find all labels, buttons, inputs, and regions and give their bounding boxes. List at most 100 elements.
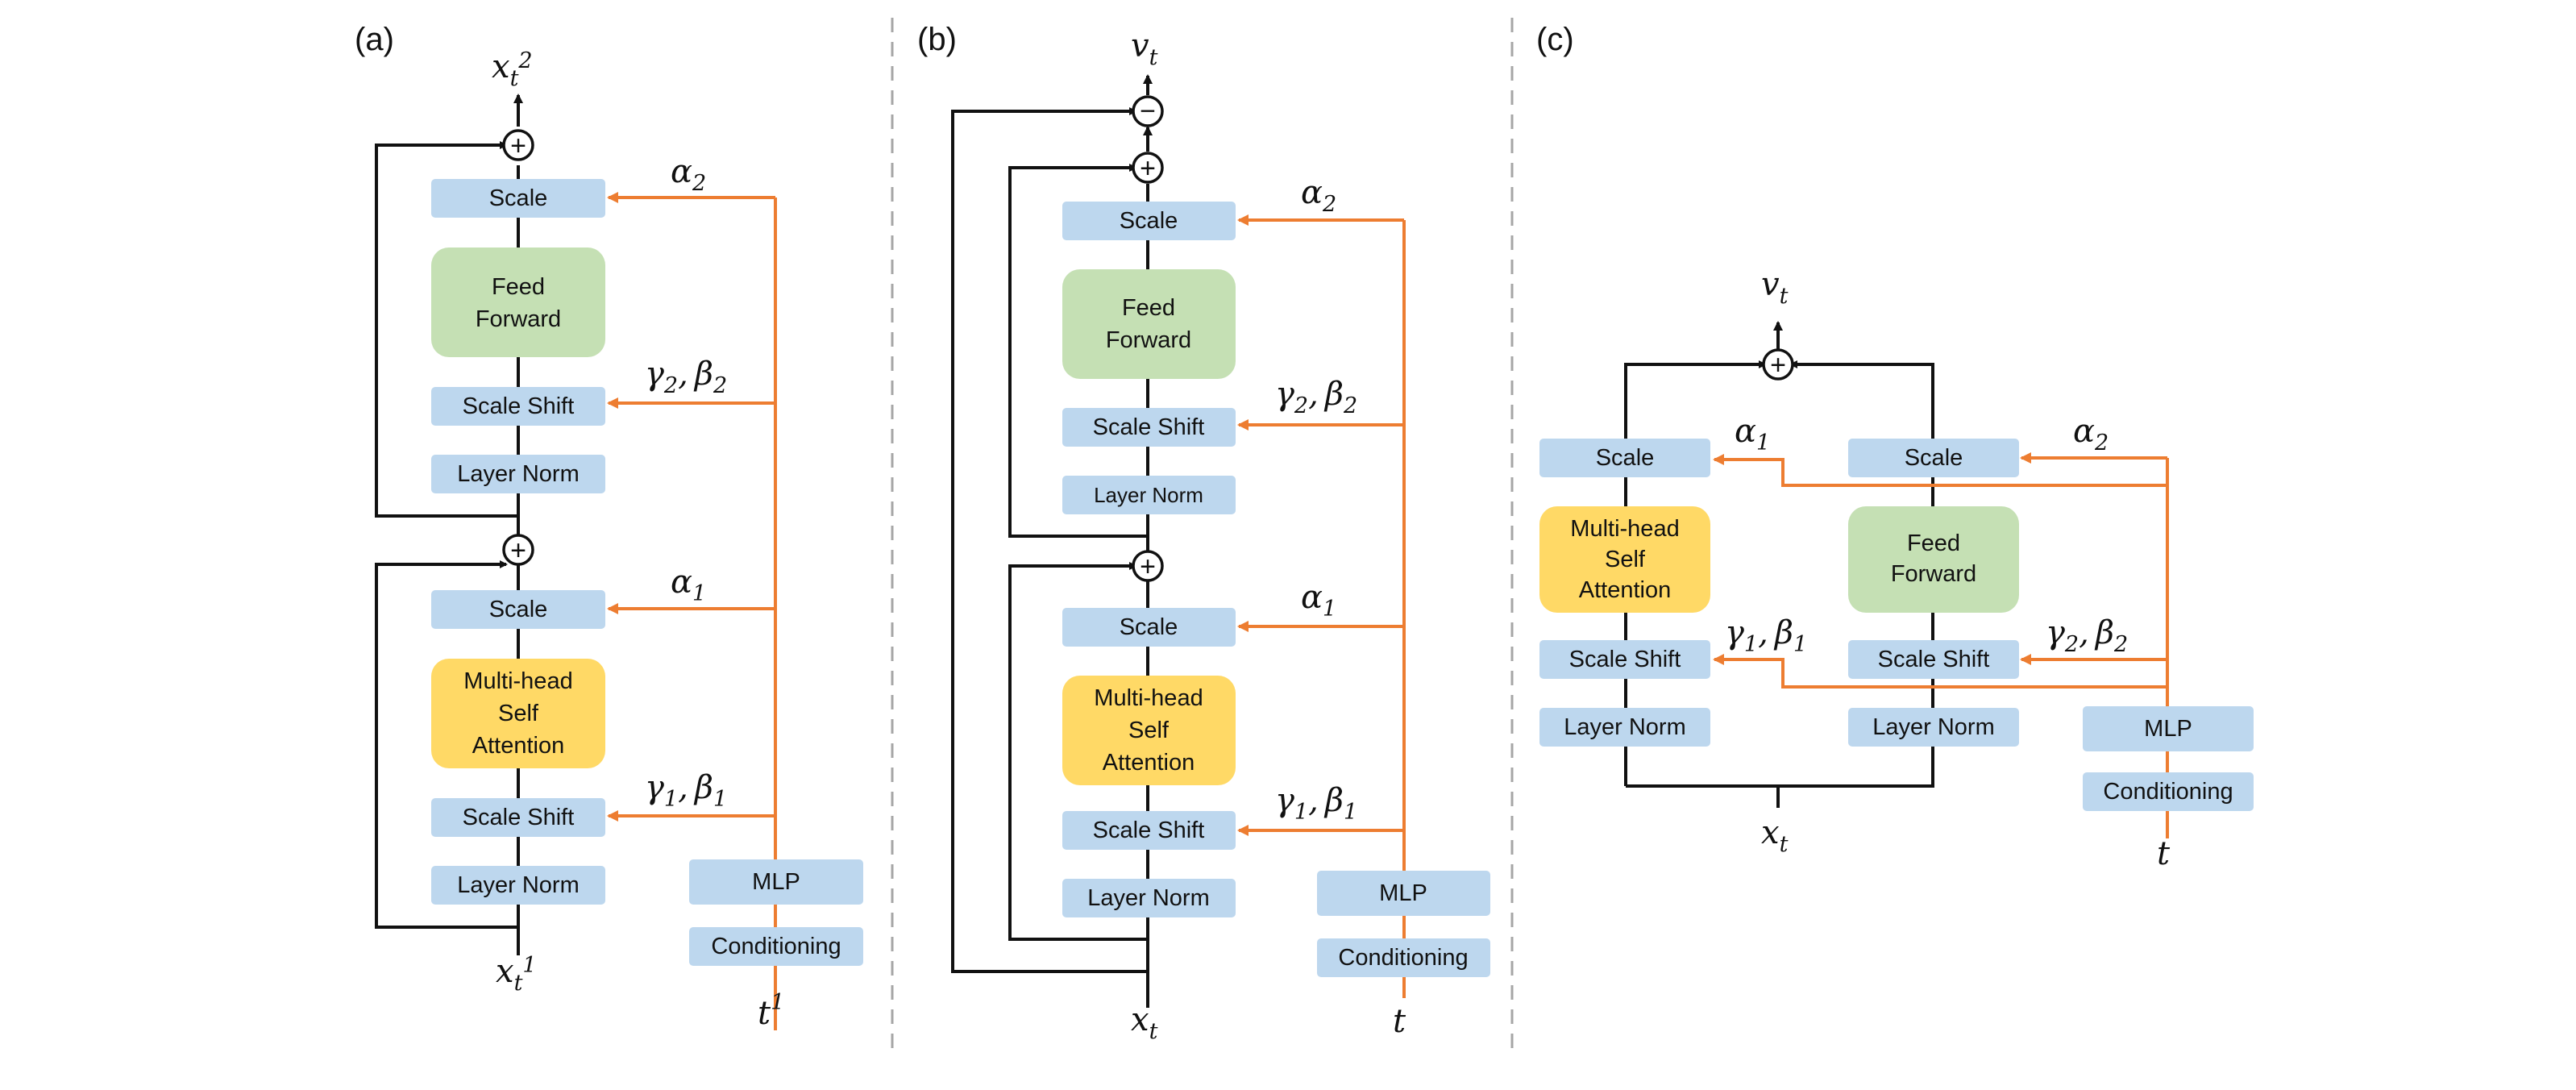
- c-attention-label-3: Attention: [1579, 577, 1671, 603]
- b-feed-forward-label-1: Feed: [1122, 295, 1175, 321]
- a-gamma-beta2-label: γ2,β2: [645, 356, 727, 398]
- a-residual-top: [375, 141, 518, 518]
- b-minus-circle: [1132, 95, 1164, 127]
- b-scale-top: [1062, 202, 1236, 240]
- a-sum-bottom-plus-icon: +: [510, 535, 526, 566]
- b-input-label: xt: [1131, 1001, 1158, 1044]
- b-sum-top-plus-icon: +: [1140, 153, 1156, 184]
- a-scale-bottom: [431, 590, 605, 629]
- b-sum-bottom-circle: [1132, 550, 1164, 582]
- c-scale-shift-right-label: Scale Shift: [1878, 647, 1990, 672]
- b-attention-label-3: Attention: [1103, 750, 1195, 776]
- b-conditioning-label: Conditioning: [1338, 945, 1468, 971]
- c-output-label: vt: [1761, 266, 1789, 309]
- c-scale-left: [1539, 439, 1710, 477]
- panel-a-label: (a): [355, 22, 394, 57]
- b-gamma-beta2-label: γ2,β2: [1275, 376, 1357, 418]
- c-input-label: xt: [1761, 814, 1789, 857]
- a-conditioning: [689, 927, 863, 966]
- a-layer-norm-top: [431, 455, 605, 493]
- a-scale-shift-top: [431, 387, 605, 426]
- c-scale-right: [1848, 439, 2019, 477]
- b-scale-shift-bottom: [1062, 811, 1236, 850]
- a-scale-top: [431, 179, 605, 218]
- b-output-label: vt: [1131, 27, 1158, 70]
- c-layer-norm-left: [1539, 708, 1710, 747]
- c-time-label: t: [2157, 835, 2171, 872]
- a-scale-bottom-label: Scale: [489, 597, 548, 622]
- b-residual-bottom: [1008, 562, 1148, 941]
- c-scale-right-label: Scale: [1905, 445, 1963, 471]
- a-sum-top-plus-icon: +: [510, 131, 526, 161]
- c-alpha1-arrow: [1713, 454, 2167, 487]
- c-layer-norm-right: [1848, 708, 2019, 747]
- a-mlp-label: MLP: [752, 869, 800, 895]
- b-time-label: t: [1393, 1003, 1406, 1040]
- a-feed-forward-label-2: Forward: [476, 306, 561, 332]
- c-gamma-beta2-label: γ2,β2: [2046, 614, 2128, 657]
- a-input-label: xt1: [496, 953, 537, 996]
- c-mlp-label: MLP: [2144, 716, 2192, 742]
- panel-c-label: (c): [1536, 22, 1574, 57]
- b-layer-norm-top: [1062, 476, 1236, 514]
- b-attention-label-2: Self: [1128, 718, 1170, 743]
- a-conditioning-label: Conditioning: [711, 934, 841, 959]
- b-mlp: [1317, 871, 1490, 916]
- b-layer-norm-top-label: Layer Norm: [1094, 483, 1203, 507]
- b-attention: [1062, 676, 1236, 785]
- a-attention: [431, 659, 605, 768]
- a-sum-bottom-circle: [502, 534, 534, 566]
- c-feed-forward-label-2: Forward: [1891, 561, 1976, 587]
- c-attention-label-1: Multi-head: [1570, 516, 1679, 542]
- a-sum-top-circle: [502, 129, 534, 161]
- c-scale-left-label: Scale: [1596, 445, 1655, 471]
- a-alpha2-label: α2: [671, 153, 706, 196]
- b-feed-forward: [1062, 269, 1236, 379]
- c-sum-circle: [1762, 348, 1794, 381]
- c-feed-forward: [1848, 506, 2019, 613]
- b-mlp-label: MLP: [1379, 880, 1427, 906]
- a-scale-shift-top-label: Scale Shift: [463, 393, 575, 419]
- b-attention-label-1: Multi-head: [1094, 685, 1203, 711]
- c-feed-forward-label-1: Feed: [1907, 530, 1960, 556]
- panel-c: (c) Scale Multi-head Self Attention Scal…: [1536, 22, 2254, 872]
- b-conditioning: [1317, 938, 1490, 977]
- b-alpha1-label: α1: [1301, 579, 1336, 622]
- b-sum-top-circle: [1132, 152, 1164, 184]
- a-scale-shift-bottom-label: Scale Shift: [463, 805, 575, 830]
- c-layer-norm-left-label: Layer Norm: [1564, 714, 1686, 740]
- b-layer-norm-bottom-label: Layer Norm: [1087, 885, 1210, 911]
- a-alpha1-label: α1: [671, 564, 706, 606]
- b-scale-shift-top-label: Scale Shift: [1093, 414, 1205, 440]
- c-attention-label-2: Self: [1605, 547, 1646, 572]
- b-alpha2-label: α2: [1301, 174, 1336, 217]
- b-residual-top: [1008, 164, 1148, 538]
- a-attention-label-1: Multi-head: [463, 668, 572, 694]
- b-gamma-beta1-label: γ1,β1: [1275, 782, 1357, 825]
- c-conditioning: [2083, 772, 2254, 811]
- c-gamma-beta1-label: γ1,β1: [1725, 614, 1807, 657]
- b-scale-shift-top: [1062, 408, 1236, 447]
- b-skip-to-output: [951, 107, 1148, 973]
- c-sum-plus-icon: +: [1770, 350, 1786, 381]
- c-scale-shift-left: [1539, 640, 1710, 679]
- b-minus-icon: −: [1140, 96, 1156, 127]
- panel-a: (a) Scale Feed Forward Scale Shift Layer…: [355, 22, 863, 1032]
- a-gamma-beta1-label: γ1,β1: [645, 769, 727, 812]
- a-residual-bottom: [375, 560, 518, 929]
- b-layer-norm-bottom: [1062, 879, 1236, 917]
- b-scale-bottom: [1062, 608, 1236, 647]
- b-sum-bottom-plus-icon: +: [1140, 551, 1156, 582]
- a-layer-norm-bottom-label: Layer Norm: [457, 872, 580, 898]
- c-scale-shift-right: [1848, 640, 2019, 679]
- c-mlp: [2083, 706, 2254, 751]
- c-scale-shift-left-label: Scale Shift: [1569, 647, 1681, 672]
- panel-b-label: (b): [917, 22, 957, 57]
- a-feed-forward-label-1: Feed: [492, 274, 545, 300]
- c-gb1-arrow: [1713, 654, 2167, 689]
- a-output-label: xt2: [492, 48, 533, 91]
- a-attention-label-3: Attention: [472, 733, 564, 759]
- c-alpha1-label: α1: [1735, 413, 1770, 456]
- c-conditioning-label: Conditioning: [2103, 779, 2233, 805]
